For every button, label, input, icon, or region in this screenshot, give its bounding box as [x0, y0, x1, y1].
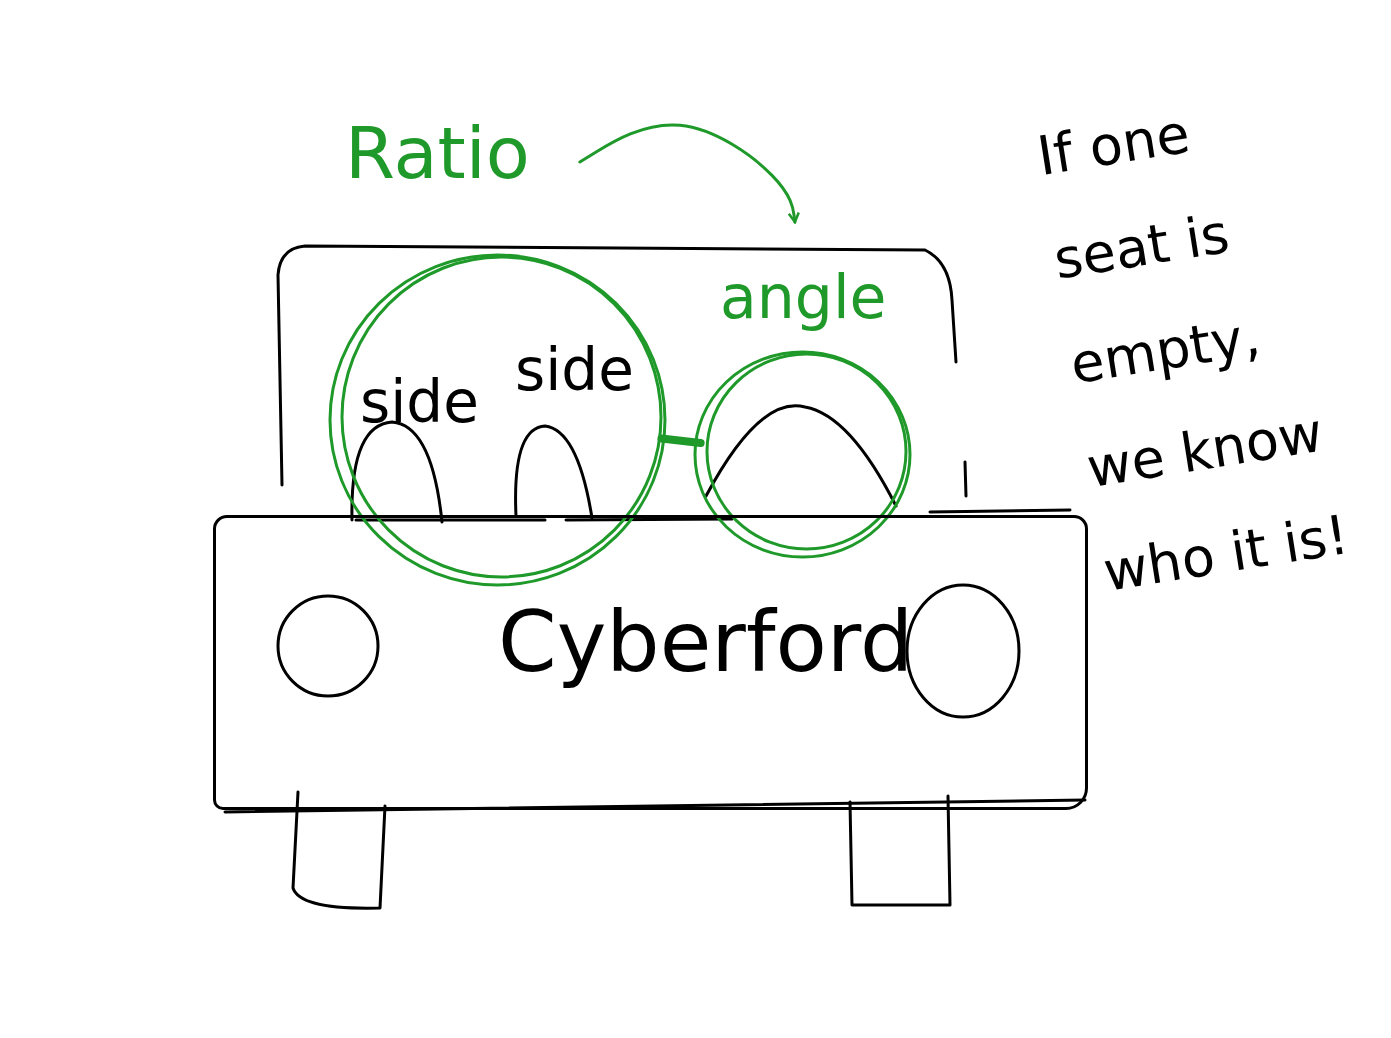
heading-text: angle — [720, 267, 886, 327]
seat-back — [706, 406, 896, 506]
headlight — [907, 585, 1019, 717]
bumper-line — [225, 800, 1085, 812]
seat-back — [516, 426, 592, 518]
circle-stroke — [342, 257, 661, 577]
circle-stroke — [330, 255, 665, 585]
circle-outline — [695, 352, 910, 557]
circle-stroke — [707, 354, 906, 549]
seat-text: side — [360, 373, 479, 431]
seat-base — [356, 519, 545, 522]
circle-stroke — [695, 352, 910, 557]
ratio-angle-arrow — [580, 125, 795, 222]
car-body: Cyberford — [213, 515, 1088, 810]
car-leg — [850, 796, 950, 905]
ratio-circle: Ratiosideside — [330, 255, 665, 585]
cabin-sill — [930, 510, 1070, 512]
note-text: If one seat is empty, we know who it is! — [1030, 64, 1374, 625]
headlight — [278, 596, 378, 696]
car-name: Cyberford — [498, 600, 913, 684]
seat-base — [566, 519, 732, 520]
cabin-post — [965, 462, 966, 496]
heading-text: Ratio — [345, 117, 530, 189]
seat-text: side — [515, 341, 634, 399]
seat-back — [352, 422, 442, 522]
angle-circle: angle — [695, 352, 910, 557]
circle-link — [661, 439, 700, 443]
